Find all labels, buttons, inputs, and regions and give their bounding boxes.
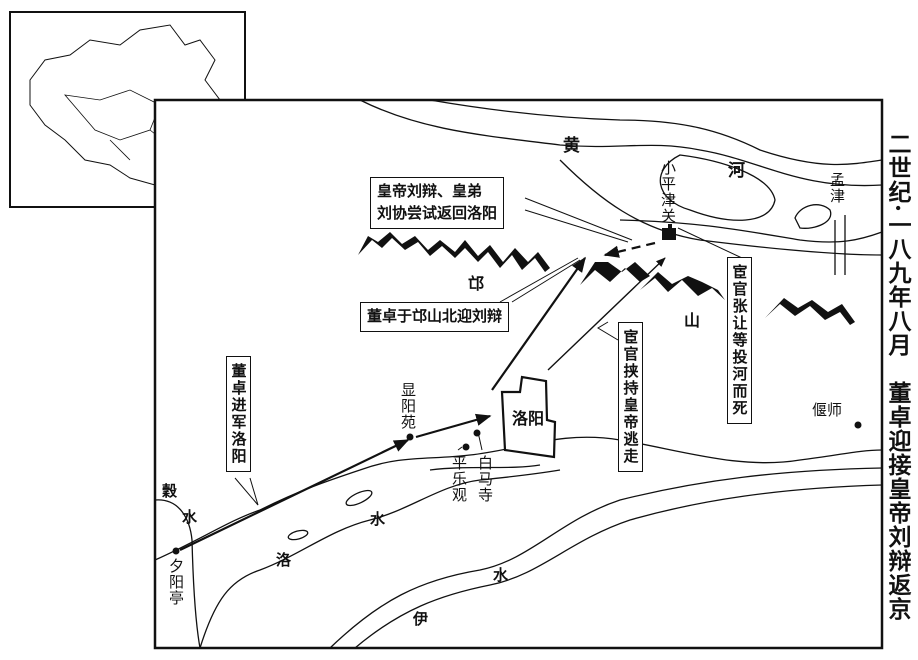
place-xiaopingjinguan: 小平津关 — [659, 160, 677, 224]
place-baimasi: 白马寺 — [476, 455, 494, 503]
callout-return-line2: 刘协尝试返回洛阳 — [377, 203, 498, 222]
place-mengjin: 孟津 — [828, 172, 846, 204]
pass-marker-icon — [662, 224, 676, 240]
river-label-yi: 伊 — [413, 610, 429, 628]
callout-flee: 宦官挟持皇帝逃走 — [618, 322, 643, 472]
river-label-luo: 洛 — [276, 551, 292, 569]
river-label-luo-shui: 水 — [370, 510, 386, 528]
route-advance-1 — [179, 439, 410, 551]
callout-return: 皇帝刘辩、皇弟 刘协尝试返回洛阳 — [370, 177, 505, 229]
mountains — [358, 232, 855, 325]
place-xianyangyuan: 显阳苑 — [399, 382, 417, 430]
route-return — [603, 241, 656, 258]
place-pingleguan: 平乐观 — [450, 455, 468, 503]
callout-return-line1: 皇帝刘辩、皇弟 — [377, 182, 483, 200]
river-label-gu: 穀 — [162, 482, 178, 500]
river-label-huang: 黄 — [563, 136, 580, 156]
place-luoyang: 洛阳 — [512, 409, 545, 428]
river-label-gu-shui: 水 — [182, 508, 198, 526]
luoyang-city-wall — [500, 375, 557, 459]
river-label-he: 河 — [728, 161, 745, 181]
river-label-yi-shui: 水 — [493, 566, 509, 584]
callout-advance: 董卓进军洛阳 — [226, 356, 251, 472]
place-yanshi: 偃师 — [812, 401, 843, 419]
mountain-label-mang: 邙 — [468, 274, 485, 293]
mountain-label-shan: 山 — [684, 311, 701, 330]
callout-meet: 董卓于邙山北迎刘辩 — [360, 302, 510, 332]
map-title: 二世纪·一八九年八月 董卓迎接皇帝刘辩返京 — [884, 132, 911, 622]
place-dots — [172, 421, 862, 555]
rivers — [154, 99, 883, 649]
routes — [179, 197, 743, 551]
route-flee — [547, 257, 666, 371]
callout-zhangrang: 宦官张让等投河而死 — [727, 257, 752, 424]
route-meet — [491, 256, 586, 391]
route-advance-2 — [415, 413, 492, 439]
place-xiyangting: 夕阳亭 — [167, 558, 185, 606]
map-frame — [153, 98, 884, 650]
